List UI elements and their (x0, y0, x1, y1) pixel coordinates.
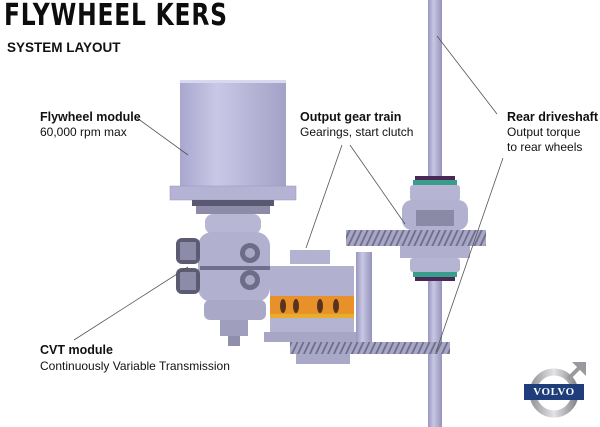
output-gear-label-detail: Gearings, start clutch (300, 125, 414, 139)
leader-flywheel (136, 117, 189, 156)
output-gear-label-heading: Output gear train (300, 110, 402, 124)
flywheel-label-heading: Flywheel module (40, 110, 141, 124)
driveshaft-label-heading: Rear driveshaft (507, 110, 599, 124)
volvo-logo-text: VOLVO (533, 386, 575, 398)
leader-lines (73, 35, 504, 353)
differential-gear (346, 176, 486, 281)
cvt-module (176, 214, 350, 346)
cvt-label-heading: CVT module (40, 343, 113, 357)
flywheel-module (169, 80, 297, 214)
volvo-logo (524, 362, 586, 418)
leader-cvt (73, 266, 189, 341)
diagram-subtitle: SYSTEM LAYOUT (7, 40, 121, 55)
leader-driveshaft-1 (436, 35, 498, 115)
leader-output-gear-1 (305, 144, 343, 249)
diagram-title: FLYWHEEL KERS (4, 0, 228, 33)
leader-output-gear-2 (349, 144, 406, 225)
support-column (356, 252, 372, 342)
driveshaft-label-detail-1: Output torque (507, 125, 581, 139)
leader-driveshaft-2 (435, 157, 504, 353)
driveshaft-label-detail-2: to rear wheels (507, 140, 583, 154)
output-gear-train (264, 250, 450, 364)
cvt-label-detail: Continuously Variable Transmission (40, 359, 230, 373)
flywheel-label-detail: 60,000 rpm max (40, 125, 127, 139)
